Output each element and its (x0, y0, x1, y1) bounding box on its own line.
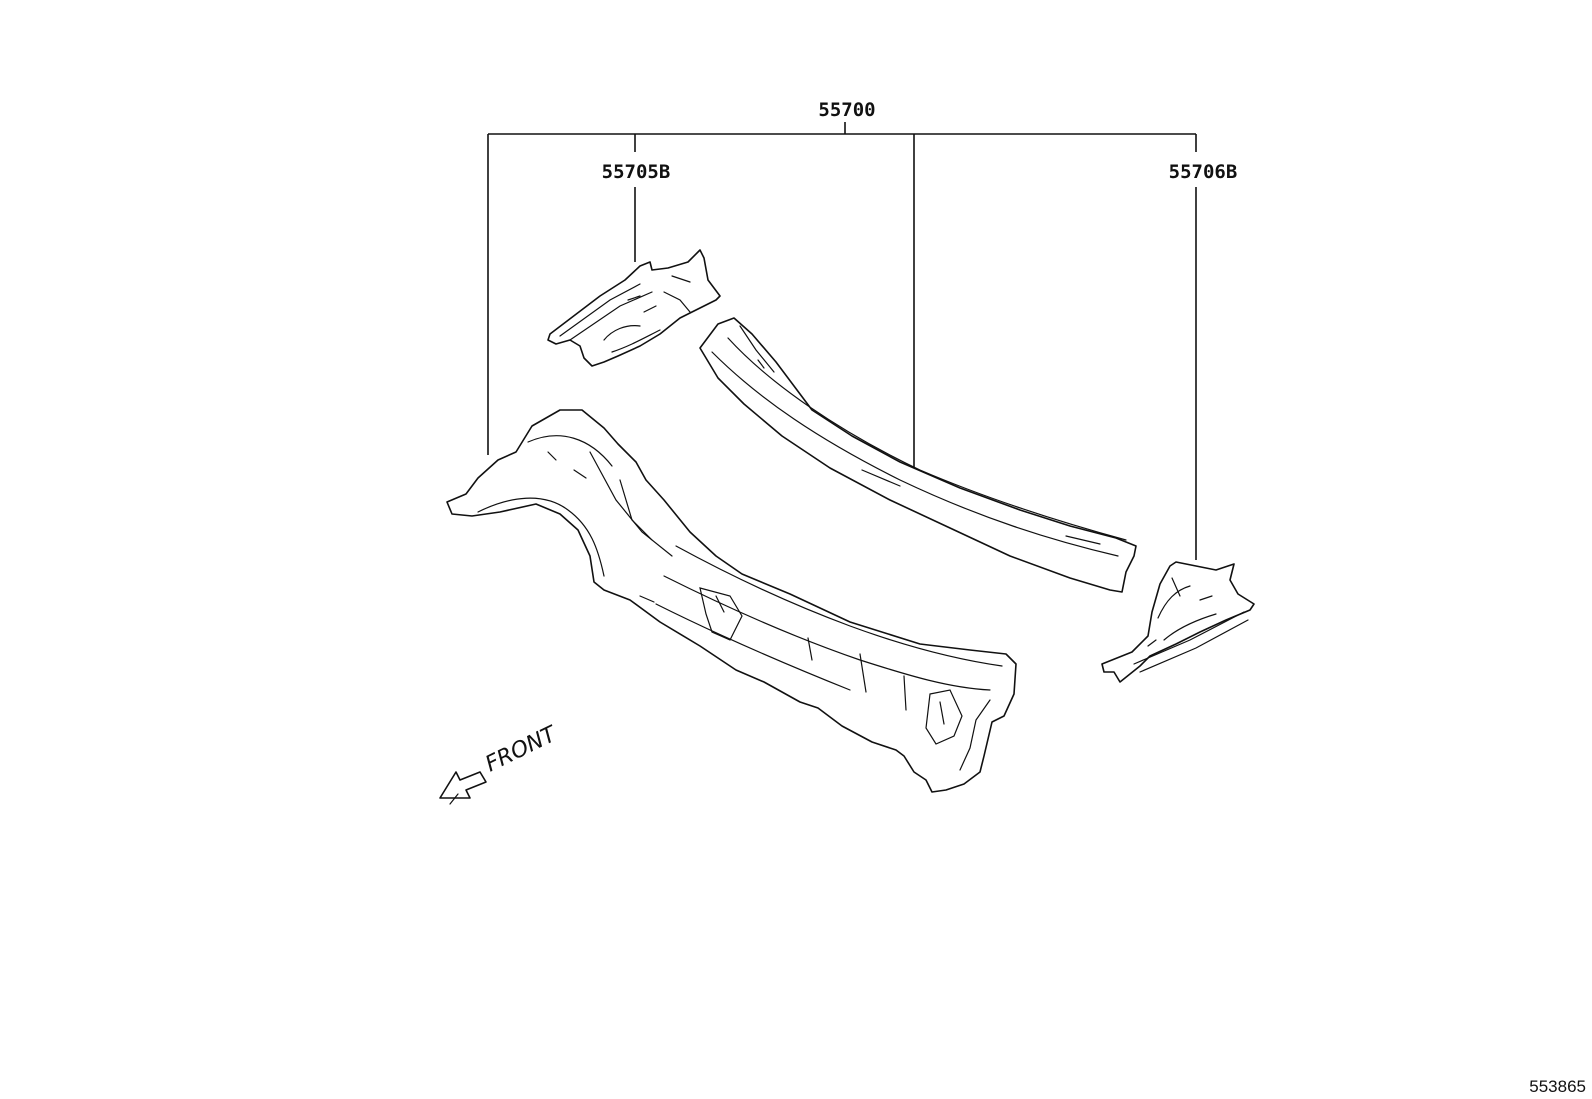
callout-55706b-label[interactable]: 55706B (1169, 161, 1238, 183)
front-direction-arrow: FRONT (439, 721, 562, 805)
part-55700-main-panel[interactable] (446, 409, 1017, 793)
arrow-left-icon (439, 771, 487, 799)
leader-lines (487, 122, 1197, 560)
front-label: FRONT (482, 721, 562, 777)
callout-55705b-label[interactable]: 55705B (602, 161, 671, 183)
part-55706b-illustration[interactable] (1101, 561, 1255, 683)
callout-55700-label[interactable]: 55700 (818, 99, 875, 121)
part-55705b-illustration[interactable] (547, 249, 721, 367)
illustration-code: 553865 (1529, 1077, 1586, 1096)
part-55700-upper-panel[interactable] (699, 317, 1137, 593)
